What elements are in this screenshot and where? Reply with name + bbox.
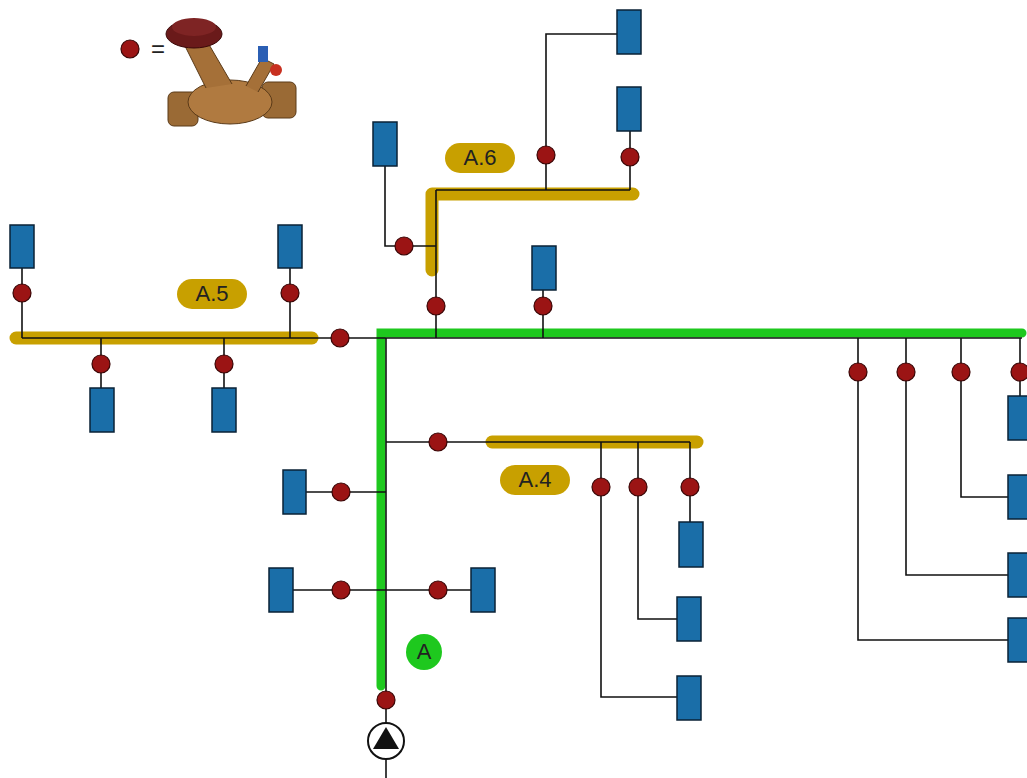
terminal-unit — [1008, 475, 1027, 519]
valve-symbol — [592, 478, 610, 496]
terminal-unit — [1008, 618, 1027, 662]
valve-symbol — [377, 691, 395, 709]
pump-arrow — [373, 727, 399, 749]
terminal-unit — [278, 225, 302, 268]
valve-symbol — [281, 284, 299, 302]
pipe — [436, 189, 630, 191]
terminal-unit — [212, 388, 236, 432]
pump-symbol — [368, 723, 404, 759]
main-highlight — [381, 333, 1022, 686]
terminal-unit — [10, 225, 34, 268]
branch-oval: A.5 — [177, 279, 247, 309]
valve-symbol — [331, 329, 349, 347]
pipe — [546, 34, 617, 190]
terminal-unit — [677, 597, 701, 641]
terminal-unit — [1008, 553, 1027, 597]
terminal-unit — [269, 568, 293, 612]
valve-symbol — [534, 297, 552, 315]
branch-label: A.6 — [463, 147, 496, 169]
valve-symbol — [681, 478, 699, 496]
terminal-unit — [679, 522, 703, 567]
valve-symbol — [952, 363, 970, 381]
pipe — [385, 166, 436, 246]
valve-symbol — [429, 581, 447, 599]
legend-equals: = — [151, 37, 165, 61]
pipe — [961, 338, 1008, 497]
valve-symbol — [849, 363, 867, 381]
pipe — [435, 190, 437, 338]
pipe — [22, 337, 1022, 339]
branch-oval: A.4 — [500, 465, 570, 495]
valve-symbol — [215, 355, 233, 373]
pipe — [638, 442, 677, 619]
terminal-unit — [617, 87, 641, 131]
valve-symbol — [897, 363, 915, 381]
valve-illustration — [166, 18, 296, 126]
terminal-unit — [373, 122, 397, 166]
terminal-unit — [677, 676, 701, 720]
valve-symbol — [332, 483, 350, 501]
pipe — [385, 338, 387, 778]
branch-label: A.4 — [518, 469, 551, 491]
valve-symbol — [332, 581, 350, 599]
terminal-unit — [471, 568, 495, 612]
pipe — [858, 338, 1008, 640]
valve-symbol — [621, 148, 639, 166]
terminal-unit — [283, 470, 306, 514]
legend-valve-dot — [121, 40, 139, 58]
pipe — [289, 268, 291, 338]
terminal-unit — [90, 388, 114, 432]
branch-label: A.5 — [195, 283, 228, 305]
branch-circle: A — [406, 634, 442, 670]
branch-label: A — [417, 641, 432, 663]
pipe — [601, 442, 677, 697]
valve-symbol — [92, 355, 110, 373]
terminal-unit — [532, 246, 556, 290]
terminal-unit — [617, 10, 641, 54]
terminal-unit — [1008, 396, 1027, 440]
valve-symbol — [13, 284, 31, 302]
valve-symbol — [1011, 363, 1027, 381]
pipe — [21, 268, 23, 338]
valve-symbol — [629, 478, 647, 496]
valve-symbol — [395, 237, 413, 255]
valve-symbol — [537, 146, 555, 164]
valve-symbol — [429, 433, 447, 451]
valve-symbol — [427, 297, 445, 315]
pipe — [906, 338, 1008, 575]
branch-oval: A.6 — [445, 143, 515, 173]
